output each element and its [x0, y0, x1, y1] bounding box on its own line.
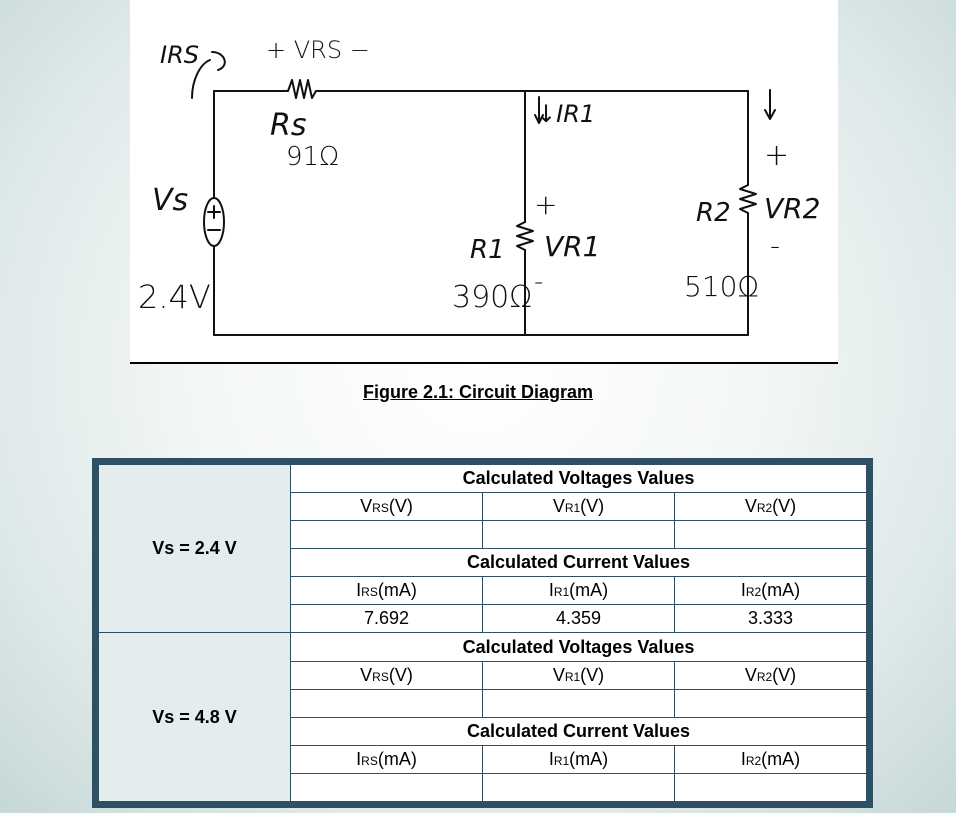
vs-label-cell: Vs = 4.8 V: [98, 632, 291, 802]
value-cell: 4.359: [482, 604, 675, 634]
irs-curl-icon: [211, 51, 226, 71]
table-row: VRS(V) VR1(V) VR2(V): [99, 660, 867, 690]
r1-plus-label: +: [534, 188, 557, 221]
r2-plus-label: +: [764, 138, 789, 173]
header-cell: VR2(V): [674, 492, 867, 522]
vr2-label: VR2: [764, 192, 820, 225]
value-cell: [290, 772, 483, 803]
current-section-title: Calculated Current Values: [290, 548, 867, 578]
vs-label: Vs: [152, 183, 188, 218]
table-row: IRS(mA) IR1(mA) IR2(mA): [99, 576, 867, 606]
results-table: Vs = 2.4 V Calculated Voltages Values VR…: [98, 463, 867, 803]
table-row: Calculated Current Values: [99, 548, 867, 578]
rs-value-label: 91Ω: [286, 142, 339, 172]
circuit-diagram: IRS + VRS − Rs 91Ω Vs 2.4V ↓IR1 + R1 VR1…: [138, 36, 820, 336]
header-cell: VRS(V): [290, 660, 483, 690]
vrs-label: + VRS −: [266, 36, 370, 64]
value-cell: [482, 688, 675, 718]
table-row: [99, 520, 867, 550]
results-table-frame: Vs = 2.4 V Calculated Voltages Values VR…: [92, 458, 873, 808]
value-cell: [674, 688, 867, 718]
ir1-label: ↓IR1: [536, 100, 595, 128]
table-row: VRS(V) VR1(V) VR2(V): [99, 492, 867, 522]
value-cell: 3.333: [674, 604, 867, 634]
table-row: [99, 688, 867, 718]
value-cell: [674, 520, 867, 550]
value-cell: [290, 520, 483, 550]
table-row: Vs = 4.8 V Calculated Voltages Values: [98, 632, 867, 802]
value-cell: [290, 688, 483, 718]
circuit-figure: IRS + VRS − Rs 91Ω Vs 2.4V ↓IR1 + R1 VR1…: [130, 0, 838, 364]
value-cell: [674, 772, 867, 803]
header-cell: IRS(mA): [290, 576, 483, 606]
header-cell: VR1(V): [482, 660, 675, 690]
current-section-title: Calculated Current Values: [290, 716, 867, 746]
r1-minus-label: -: [534, 267, 543, 297]
figure-caption: Figure 2.1: Circuit Diagram: [362, 382, 594, 402]
voltage-section-title: Calculated Voltages Values: [290, 632, 867, 662]
table-row: Vs = 2.4 V Calculated Voltages Values: [98, 463, 867, 634]
source-plus-sign: [207, 205, 221, 219]
table-row: 7.692 4.359 3.333: [99, 604, 867, 634]
header-cell: IR2(mA): [674, 576, 867, 606]
table-row: IRS(mA) IR1(mA) IR2(mA): [99, 744, 867, 774]
r1-name-label: R1: [470, 235, 505, 265]
r1-value-label: 390Ω: [452, 280, 532, 315]
value-cell: [482, 520, 675, 550]
irs-arrow-icon: [191, 59, 211, 99]
header-cell: IR1(mA): [482, 744, 675, 774]
voltage-section-title: Calculated Voltages Values: [290, 463, 867, 494]
r2-value-label: 510Ω: [684, 270, 759, 303]
header-cell: IR1(mA): [482, 576, 675, 606]
header-cell: IRS(mA): [290, 744, 483, 774]
ir1-arrow-icon: [534, 96, 544, 124]
vs-value-label: 2.4V: [138, 278, 211, 316]
value-cell: 7.692: [290, 604, 483, 634]
voltage-source-icon: [203, 197, 225, 247]
header-cell: VRS(V): [290, 492, 483, 522]
r2-name-label: R2: [696, 198, 731, 228]
vs-label-cell: Vs = 2.4 V: [98, 463, 291, 634]
r1-resistor: [516, 221, 534, 251]
vr1-label: VR1: [544, 230, 600, 263]
rs-name-label: Rs: [270, 108, 306, 143]
r2-minus-label: -: [770, 229, 780, 262]
header-cell: VR2(V): [674, 660, 867, 690]
rs-resistor: [287, 79, 317, 99]
irs-label: IRS: [160, 41, 199, 69]
r2-resistor: [739, 184, 757, 214]
table-row: Calculated Current Values: [99, 716, 867, 746]
ir2-arrow-icon: [764, 89, 776, 120]
table-row: [99, 772, 867, 803]
header-cell: VR1(V): [482, 492, 675, 522]
header-cell: IR2(mA): [674, 744, 867, 774]
value-cell: [482, 772, 675, 803]
